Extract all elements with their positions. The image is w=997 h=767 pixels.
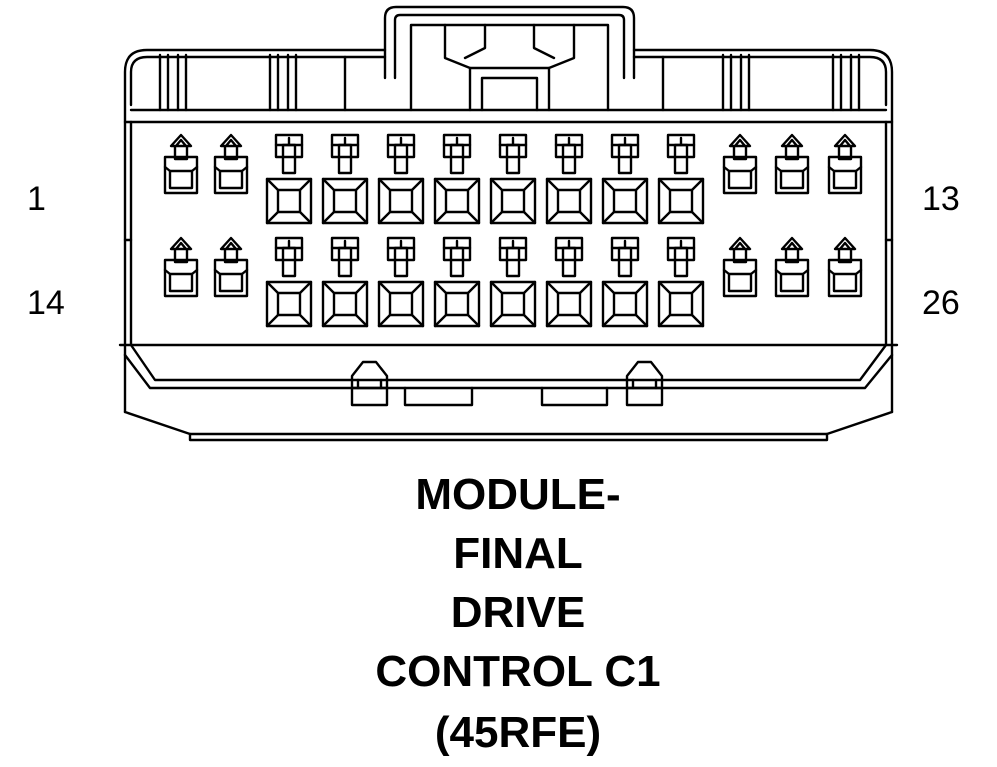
title-line-4: CONTROL C1 [375, 647, 661, 696]
cavity-square-r1-7 [601, 133, 649, 225]
cavity-arrow-r1-r3 [827, 133, 863, 195]
pin-label-13: 13 [922, 180, 960, 218]
connector-latch [383, 5, 636, 112]
cavity-square-r1-8 [657, 133, 705, 225]
cavity-arrow-r2-l2 [213, 236, 249, 298]
connector-body [123, 48, 894, 414]
pin-label-26: 26 [922, 284, 960, 322]
cavity-square-r2-7 [601, 236, 649, 328]
connector-title: MODULE- FINAL DRIVE CONTROL C1 (45RFE) [0, 470, 997, 767]
cavity-square-r1-2 [321, 133, 369, 225]
cavity-square-r2-4 [433, 236, 481, 328]
title-line-2: FINAL [453, 529, 583, 578]
cavity-square-r2-2 [321, 236, 369, 328]
cavity-square-r1-6 [545, 133, 593, 225]
cavity-square-r1-4 [433, 133, 481, 225]
cavity-arrow-r1-r1 [722, 133, 758, 195]
cavity-arrow-r2-r3 [827, 236, 863, 298]
cavity-arrow-r2-r2 [774, 236, 810, 298]
cavity-arrow-r1-l1 [163, 133, 199, 195]
terminal-cavities [163, 133, 863, 328]
title-line-5: (45RFE) [434, 708, 602, 757]
title-line-1: MODULE- [415, 470, 621, 519]
pin-label-14: 14 [27, 284, 65, 322]
cavity-square-r1-1 [265, 133, 313, 225]
cavity-arrow-r2-l1 [163, 236, 199, 298]
title-line-3: DRIVE [450, 588, 586, 637]
cavity-square-r1-3 [377, 133, 425, 225]
cavity-square-r2-3 [377, 236, 425, 328]
cavity-square-r2-5 [489, 236, 537, 328]
connector-skirt [118, 343, 899, 442]
cavity-square-r1-5 [489, 133, 537, 225]
cavity-arrow-r1-r2 [774, 133, 810, 195]
cavity-square-r2-8 [657, 236, 705, 328]
cavity-square-r2-6 [545, 236, 593, 328]
cavity-square-r2-1 [265, 236, 313, 328]
cavity-arrow-r1-l2 [213, 133, 249, 195]
cavity-arrow-r2-r1 [722, 236, 758, 298]
pin-label-1: 1 [27, 180, 46, 218]
